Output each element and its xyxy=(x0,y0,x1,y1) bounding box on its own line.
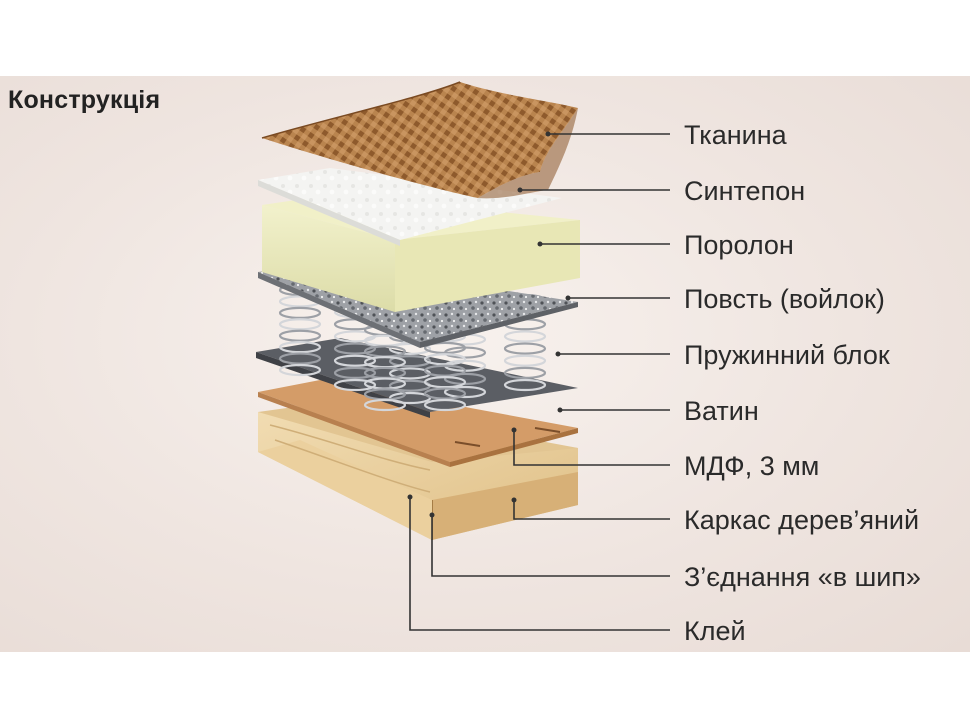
spring-coil xyxy=(333,366,377,379)
leader-karkas xyxy=(513,500,670,520)
spring-coil xyxy=(423,387,467,400)
leader-lines xyxy=(409,133,670,631)
spring-coil xyxy=(333,354,377,367)
spring-coil xyxy=(423,376,467,389)
spring-coil xyxy=(333,342,377,355)
label-karkas: Каркас дерев’яний xyxy=(684,505,919,535)
spring-coil xyxy=(333,378,377,392)
spring-coil xyxy=(388,355,432,368)
label-syntepon: Синтепон xyxy=(684,176,805,206)
spring-coil xyxy=(278,352,322,365)
spring-coil xyxy=(278,341,322,354)
spring-coil xyxy=(503,378,547,392)
spring-coil xyxy=(503,354,547,367)
spring-coil xyxy=(363,398,407,412)
spring-coil xyxy=(278,363,322,377)
spring-coil xyxy=(278,306,322,319)
leader-klei xyxy=(409,497,670,631)
fabric-layer xyxy=(261,81,578,199)
label-pruzhynnyi-blok: Пружинний блок xyxy=(684,340,890,370)
spring-coil xyxy=(423,353,467,366)
leader-zyednannia xyxy=(431,515,670,577)
label-porolon: Поролон xyxy=(684,230,794,260)
label-mdf: МДФ, 3 мм xyxy=(684,451,819,481)
label-zyednannia: З’єднання «в шип» xyxy=(684,562,921,592)
spring-coil xyxy=(388,342,432,355)
spring-coil xyxy=(503,330,547,343)
spring-coil xyxy=(443,385,487,399)
page-title: Конструкція xyxy=(8,86,161,114)
leader-mdf xyxy=(513,430,670,466)
spring-coil xyxy=(278,329,322,342)
vatin-layer xyxy=(256,338,578,418)
spring-coil xyxy=(423,341,467,354)
sintepon-layer xyxy=(258,168,562,246)
leader-dots xyxy=(407,131,571,518)
spring-coil xyxy=(423,398,467,412)
spring-coil xyxy=(278,318,322,331)
label-vatyn: Ватин xyxy=(684,396,759,426)
label-povst: Повсть (войлок) xyxy=(684,284,885,314)
layer-labels: Тканина Синтепон Поролон Повсть (войлок)… xyxy=(684,120,921,646)
spring-coil xyxy=(423,364,467,377)
label-tkanyna: Тканина xyxy=(684,120,788,150)
label-klei: Клей xyxy=(684,616,746,646)
spring-coil xyxy=(503,366,547,379)
spring-coil xyxy=(503,342,547,355)
